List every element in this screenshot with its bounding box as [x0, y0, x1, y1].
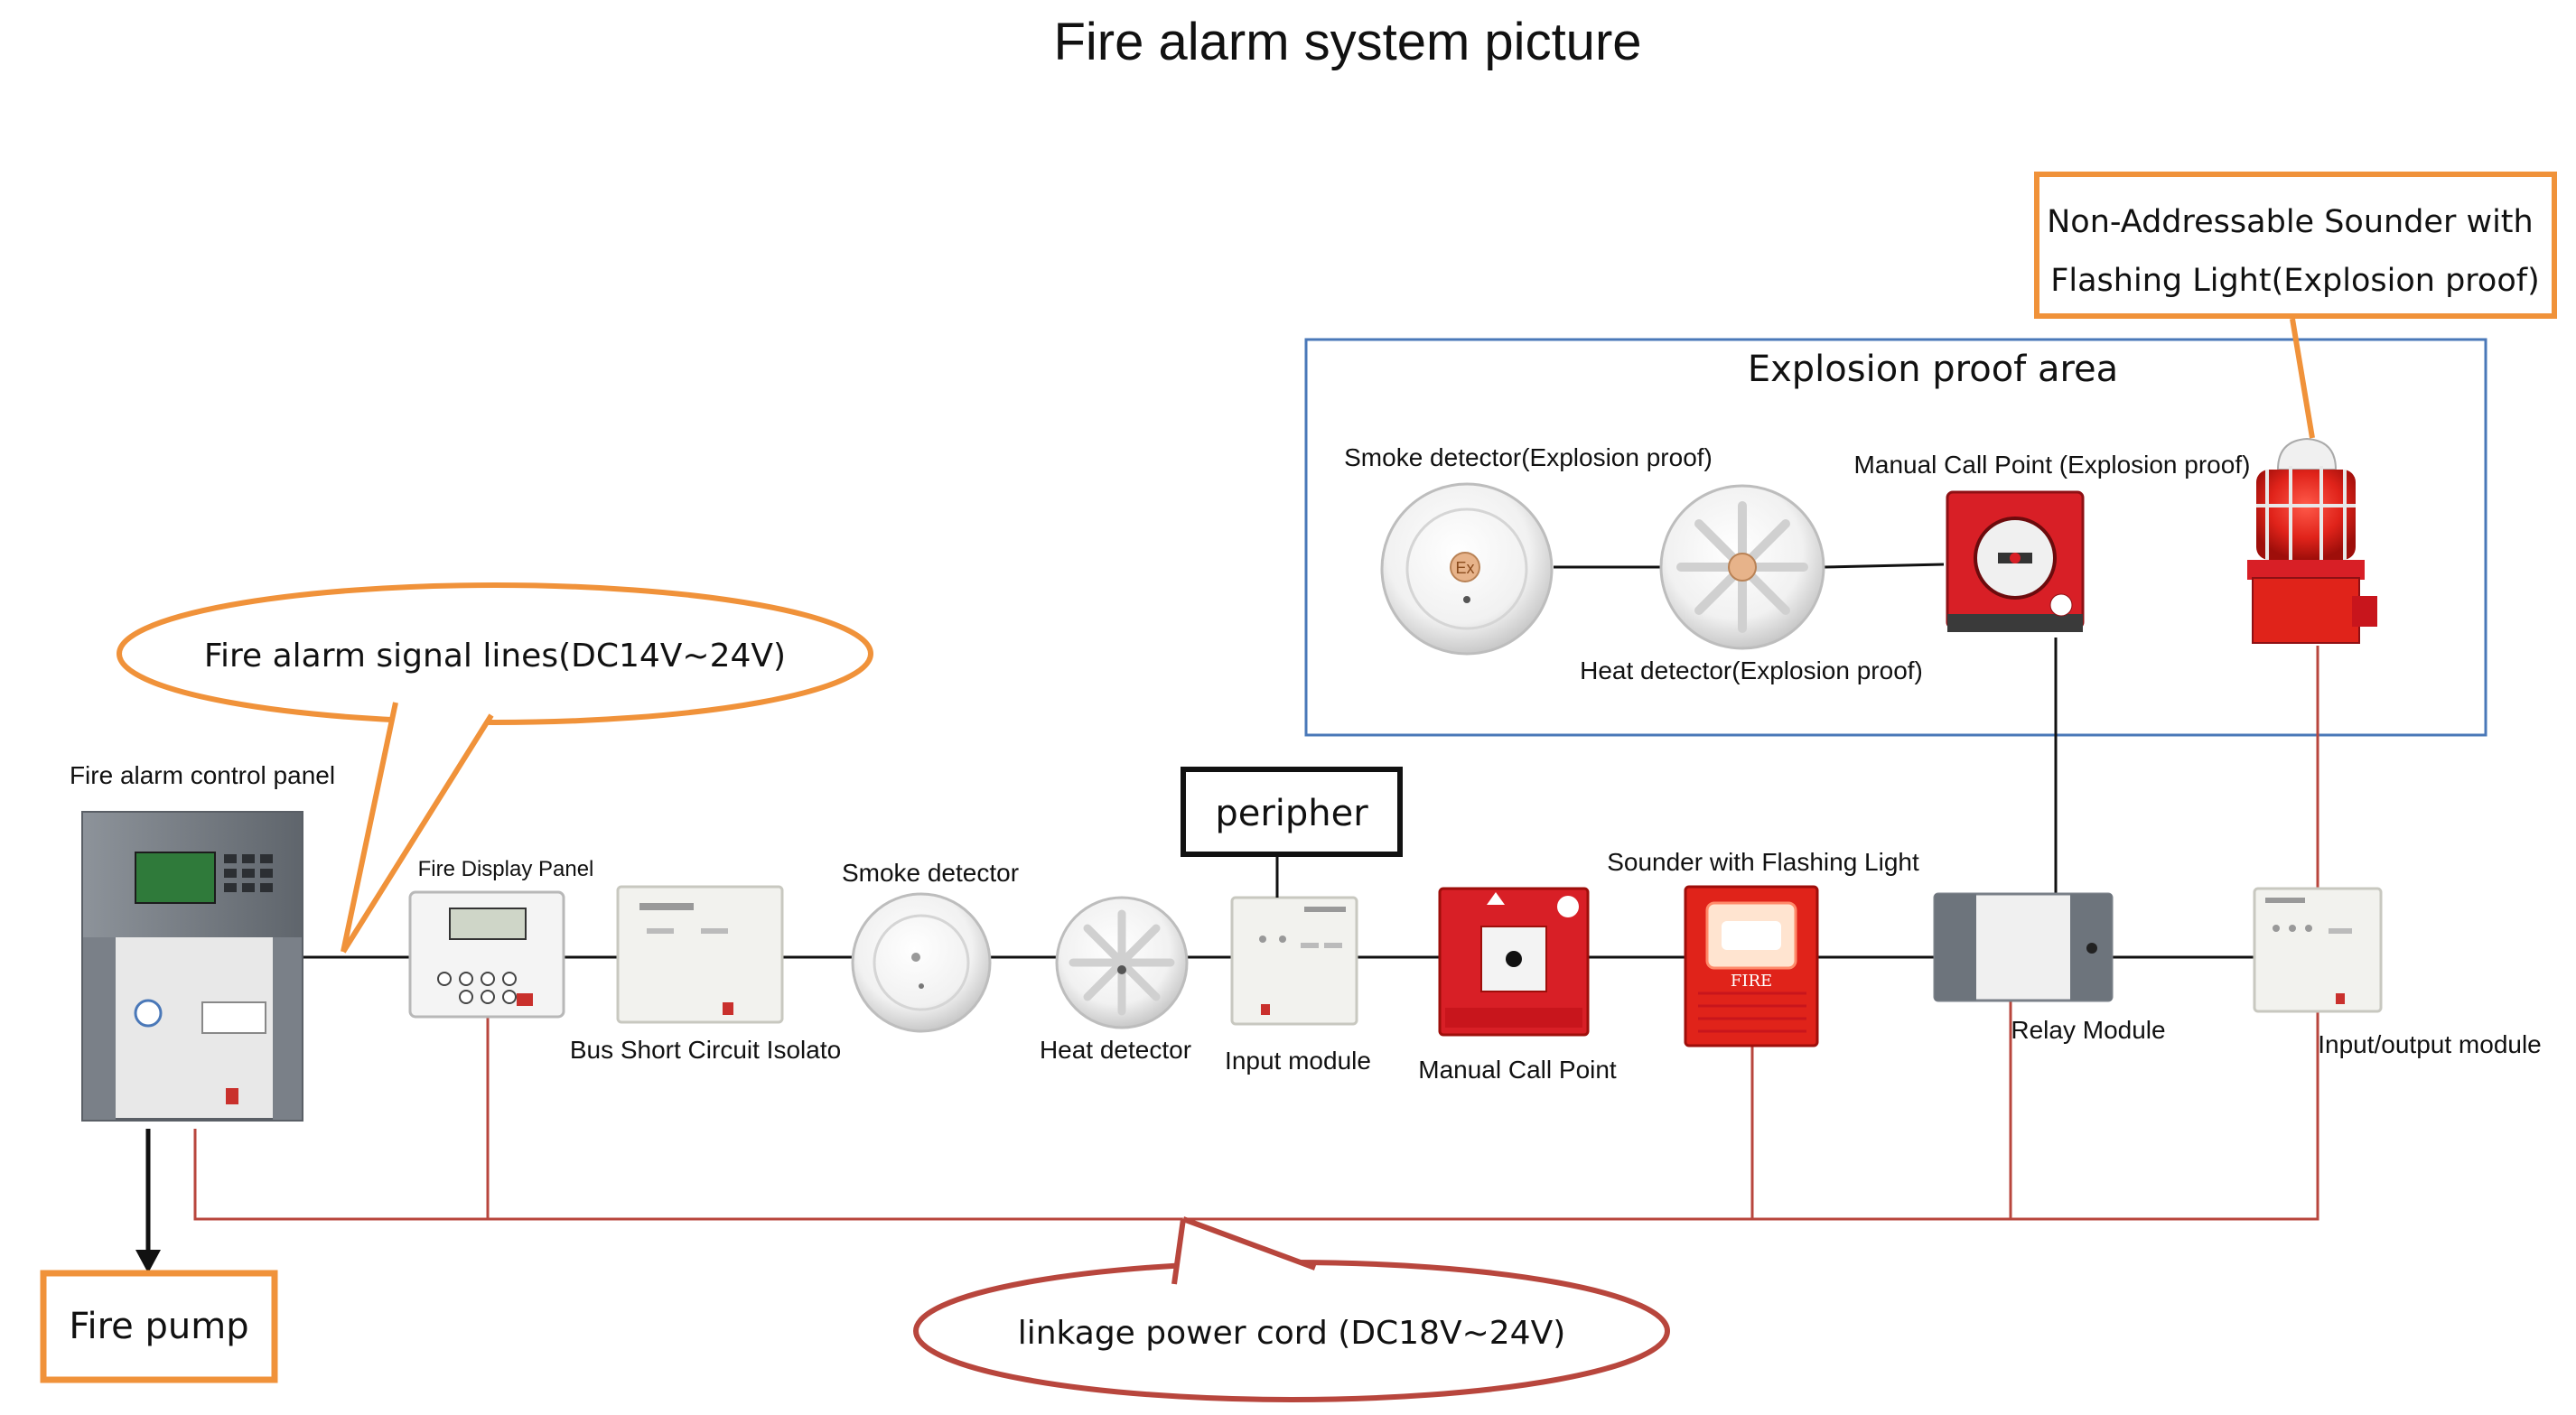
callout-signal-lines [117, 582, 873, 954]
io-module-label: Input/output module [2318, 1030, 2542, 1058]
callout-sounder-ex-line1: Non-Addressable Sounder with [2047, 204, 2534, 240]
smoke-ex-label: Smoke detector(Explosion proof) [1344, 443, 1713, 471]
heat-detector-ex [1659, 484, 1825, 650]
page-title: Fire alarm system picture [1053, 13, 1641, 71]
relay-label: Relay Module [2011, 1016, 2165, 1044]
heat-label: Heat detector [1040, 1036, 1191, 1064]
beacon-sounder-ex [2247, 437, 2377, 644]
fire-pump-arrow-head [135, 1250, 161, 1273]
input-module-label: Input module [1225, 1047, 1371, 1075]
callout-sounder-ex-text: Non-Addressable Sounder with Flashing Li… [2047, 204, 2543, 299]
peripher-label: peripher [1215, 793, 1368, 834]
callout-power-cord [913, 1216, 1670, 1402]
mcp-label: Manual Call Point [1418, 1056, 1617, 1084]
isolator [616, 885, 784, 1024]
manual-call-point-ex [1946, 490, 2085, 632]
heat-detector [1055, 896, 1189, 1029]
ex-link-heat-mcp [1824, 563, 1945, 569]
fire-display-panel [408, 890, 565, 1019]
fire-alarm-control-panel [81, 811, 303, 1122]
sounder-face-text: FIRE [1731, 972, 1772, 991]
fire-pump-label: Fire pump [69, 1306, 248, 1347]
isolator-label: Bus Short Circuit Isolato [570, 1036, 841, 1064]
explosion-proof-area-box [1304, 338, 2487, 737]
ex-mark: Ex [1455, 559, 1474, 577]
mcp-ex-label: Manual Call Point (Explosion proof) [1854, 451, 2251, 479]
callout-sounder-ex-line2: Flashing Light(Explosion proof) [2050, 263, 2539, 299]
peripher-box [1181, 767, 1403, 857]
manual-call-point [1438, 887, 1590, 1037]
display-panel-label: Fire Display Panel [418, 857, 594, 881]
sounder-label: Sounder with Flashing Light [1607, 848, 1919, 876]
smoke-detector-ex: Ex [1380, 482, 1554, 656]
heat-ex-label: Heat detector(Explosion proof) [1580, 656, 1923, 684]
callout-sounder-ex-box [2034, 172, 2557, 319]
relay-module [1933, 892, 2114, 1002]
explosion-area-title: Explosion proof area [1748, 349, 2118, 390]
smoke-detector [851, 892, 992, 1033]
io-module [2253, 887, 2383, 1013]
callout-power-cord-text: linkage power cord (DC18V~24V) [1018, 1315, 1566, 1352]
control-panel-label: Fire alarm control panel [70, 761, 335, 789]
callout-signal-lines-text: Fire alarm signal lines(DC14V~24V) [204, 638, 786, 675]
sounder-flashing-light: FIRE [1684, 885, 1819, 1047]
smoke-label: Smoke detector [842, 859, 1019, 887]
callout-sounder-ex-pointer [2290, 318, 2315, 439]
input-module [1230, 896, 1358, 1026]
fire-pump-box [40, 1270, 278, 1383]
